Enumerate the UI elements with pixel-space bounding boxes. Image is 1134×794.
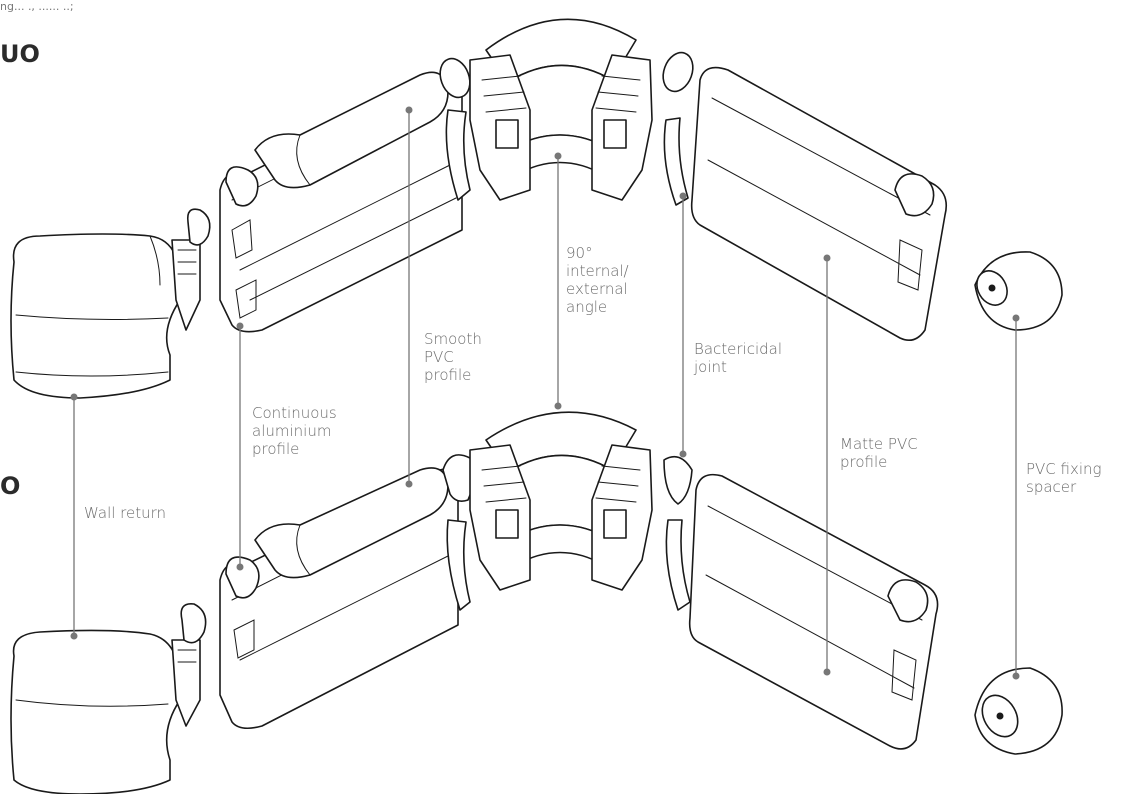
- wall-return-lower: [10, 603, 207, 794]
- matte-pvc-profile-upper: [690, 66, 948, 341]
- label-wall-return: Wall return: [84, 504, 167, 522]
- wall-return-upper: [10, 208, 211, 399]
- label-bactericidal-joint: Bactericidal joint: [694, 340, 783, 376]
- label-pvc-fixing-spacer: PVC fixing spacer: [1026, 460, 1102, 496]
- title-upper: UO: [0, 40, 40, 68]
- label-smooth-pvc-profile: Smooth PVC profile: [424, 330, 482, 384]
- fixing-spacer-upper: [974, 251, 1063, 331]
- angle-90-lower: [469, 411, 653, 591]
- label-continuous-aluminium-profile: Continuous aluminium profile: [252, 404, 337, 458]
- label-90-angle: 90° internal/ external angle: [566, 244, 629, 316]
- label-matte-pvc-profile: Matte PVC profile: [840, 435, 918, 471]
- bactericidal-joint-lower-right: [663, 455, 693, 611]
- bactericidal-joint-upper-left: [439, 57, 471, 201]
- leader-lines: [70, 106, 1020, 680]
- matte-pvc-profile-lower: [688, 473, 939, 750]
- angle-90-upper: [469, 18, 653, 201]
- fixing-spacer-lower: [974, 667, 1063, 755]
- upper-assembly: [10, 18, 1063, 399]
- top-note: ng... ., ...... ..;: [0, 0, 74, 13]
- bactericidal-joint-lower-left: [442, 454, 475, 611]
- bactericidal-joint-upper-right: [662, 51, 694, 206]
- title-lower: O: [0, 472, 21, 500]
- aluminium-profile-upper: [219, 73, 463, 333]
- lower-assembly: [10, 411, 1063, 794]
